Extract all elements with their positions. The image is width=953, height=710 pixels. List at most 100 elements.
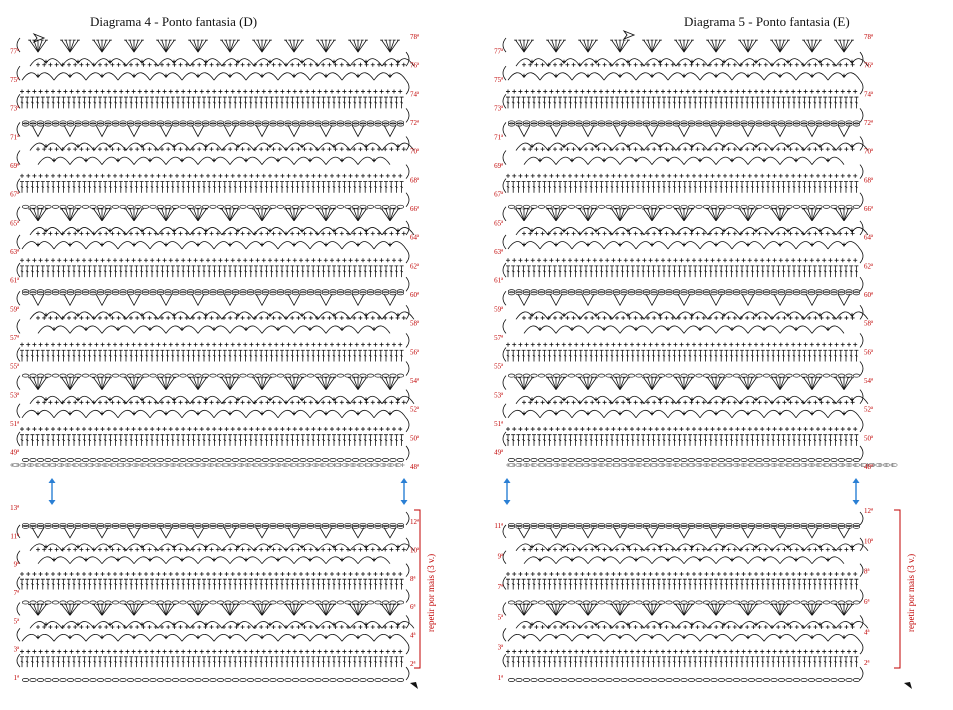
- sc-stitch: [741, 572, 746, 577]
- dc-stitch: [186, 96, 191, 109]
- dc-stitch: [646, 656, 651, 668]
- dc-stitch: [207, 349, 212, 362]
- chain-stitch: [276, 120, 285, 125]
- dc-stitch: [316, 578, 321, 590]
- dc-stitch: [677, 656, 682, 668]
- sc-stitch: [224, 427, 229, 432]
- chain-stitch: [366, 289, 375, 294]
- chain-stitch: [815, 289, 823, 294]
- chain-stitch: [104, 122, 112, 127]
- chain-stitch: [650, 291, 658, 296]
- dc-stitch: [620, 434, 625, 446]
- sc-stitch: [361, 342, 365, 347]
- sc-stitch: [116, 557, 120, 562]
- sc-stitch: [204, 228, 208, 233]
- sc-stitch: [212, 258, 217, 263]
- chain-stitch: [552, 458, 561, 462]
- dc-stitch: [155, 96, 160, 109]
- sc-stitch: [100, 635, 104, 640]
- dc-stitch: [838, 96, 843, 109]
- chain-stitch: [627, 524, 636, 529]
- dc-stitch: [651, 656, 656, 668]
- chain-stitch: [314, 678, 322, 682]
- chain-stitch: [665, 373, 673, 378]
- chain-stitch: [845, 291, 853, 296]
- sc-stitch: [701, 147, 706, 152]
- chain-stitch: [389, 524, 397, 529]
- sc-stitch: [828, 649, 833, 654]
- chain-stitch: [785, 678, 793, 682]
- sc-stitch: [300, 544, 304, 549]
- fan-stitch: [284, 604, 304, 616]
- dc-stitch: [212, 181, 217, 193]
- sc-stitch: [261, 173, 266, 178]
- chain-stitch: [582, 204, 591, 209]
- dc-stitch: [506, 578, 510, 590]
- dc-stitch: [651, 181, 656, 193]
- sc-stitch: [274, 342, 279, 347]
- chain-stitch: [201, 600, 210, 605]
- dc-stitch: [568, 578, 573, 590]
- sc-stitch: [586, 342, 591, 347]
- dc-stitch: [238, 434, 243, 446]
- dc-stitch: [347, 181, 352, 193]
- sc-stitch: [339, 315, 344, 320]
- chain-stitch: [246, 600, 255, 605]
- sc-stitch: [534, 231, 539, 236]
- sc-stitch: [561, 258, 566, 263]
- upper-row-label: 76ª: [864, 62, 873, 70]
- sc-stitch: [82, 649, 86, 654]
- dc-stitch: [285, 578, 290, 590]
- dc-stitch: [823, 181, 828, 193]
- chain-stitch: [507, 524, 516, 529]
- sc-stitch: [590, 547, 595, 552]
- dc-stitch: [368, 434, 373, 446]
- sc-stitch: [809, 427, 814, 432]
- upper-row-label: 56ª: [410, 348, 419, 356]
- chain-stitch: [560, 678, 568, 682]
- sc-stitch: [333, 625, 338, 630]
- sc-stitch: [605, 572, 610, 577]
- sc-stitch: [315, 62, 319, 67]
- dc-stitch: [378, 656, 383, 668]
- sc-stitch: [627, 400, 632, 405]
- dc-stitch: [243, 434, 248, 446]
- chain-stitch: [201, 291, 210, 296]
- sc-stitch: [751, 625, 756, 630]
- sc-stitch: [246, 147, 251, 152]
- upper-row-label: 48ª: [864, 463, 873, 471]
- sc-stitch: [342, 258, 347, 263]
- sc-stitch: [153, 231, 158, 236]
- dc-stitch: [646, 434, 651, 446]
- sc-stitch: [36, 242, 40, 247]
- chain-stitch: [66, 122, 75, 127]
- dc-stitch: [677, 578, 682, 590]
- chain-stitch: [74, 458, 82, 462]
- sc-stitch: [75, 89, 80, 94]
- sc-stitch: [522, 231, 526, 236]
- chain-stitch: [104, 204, 112, 209]
- chain-stitch: [672, 524, 681, 529]
- dc-stitch: [552, 96, 557, 109]
- chain-stitch: [665, 122, 673, 127]
- sc-stitch: [611, 427, 616, 432]
- chain-stitch: [605, 522, 613, 527]
- sc-stitch: [561, 89, 566, 94]
- dc-stitch: [113, 434, 118, 446]
- dc-stitch: [61, 96, 66, 109]
- sc-stitch: [543, 427, 548, 432]
- dc-stitch: [186, 181, 191, 193]
- dc-stitch: [620, 656, 625, 668]
- dc-stitch: [630, 265, 635, 278]
- sc-stitch: [364, 315, 369, 320]
- chain-stitch: [717, 120, 726, 125]
- fan-stitch: [60, 39, 80, 53]
- turning-chain: [859, 136, 864, 151]
- dc-stitch: [347, 434, 352, 446]
- sc-stitch: [382, 463, 386, 467]
- sc-stitch: [181, 342, 186, 347]
- dc-stitch: [589, 578, 594, 590]
- chain-stitch: [680, 289, 688, 294]
- dc-stitch: [698, 349, 703, 362]
- dc-stitch: [526, 265, 531, 278]
